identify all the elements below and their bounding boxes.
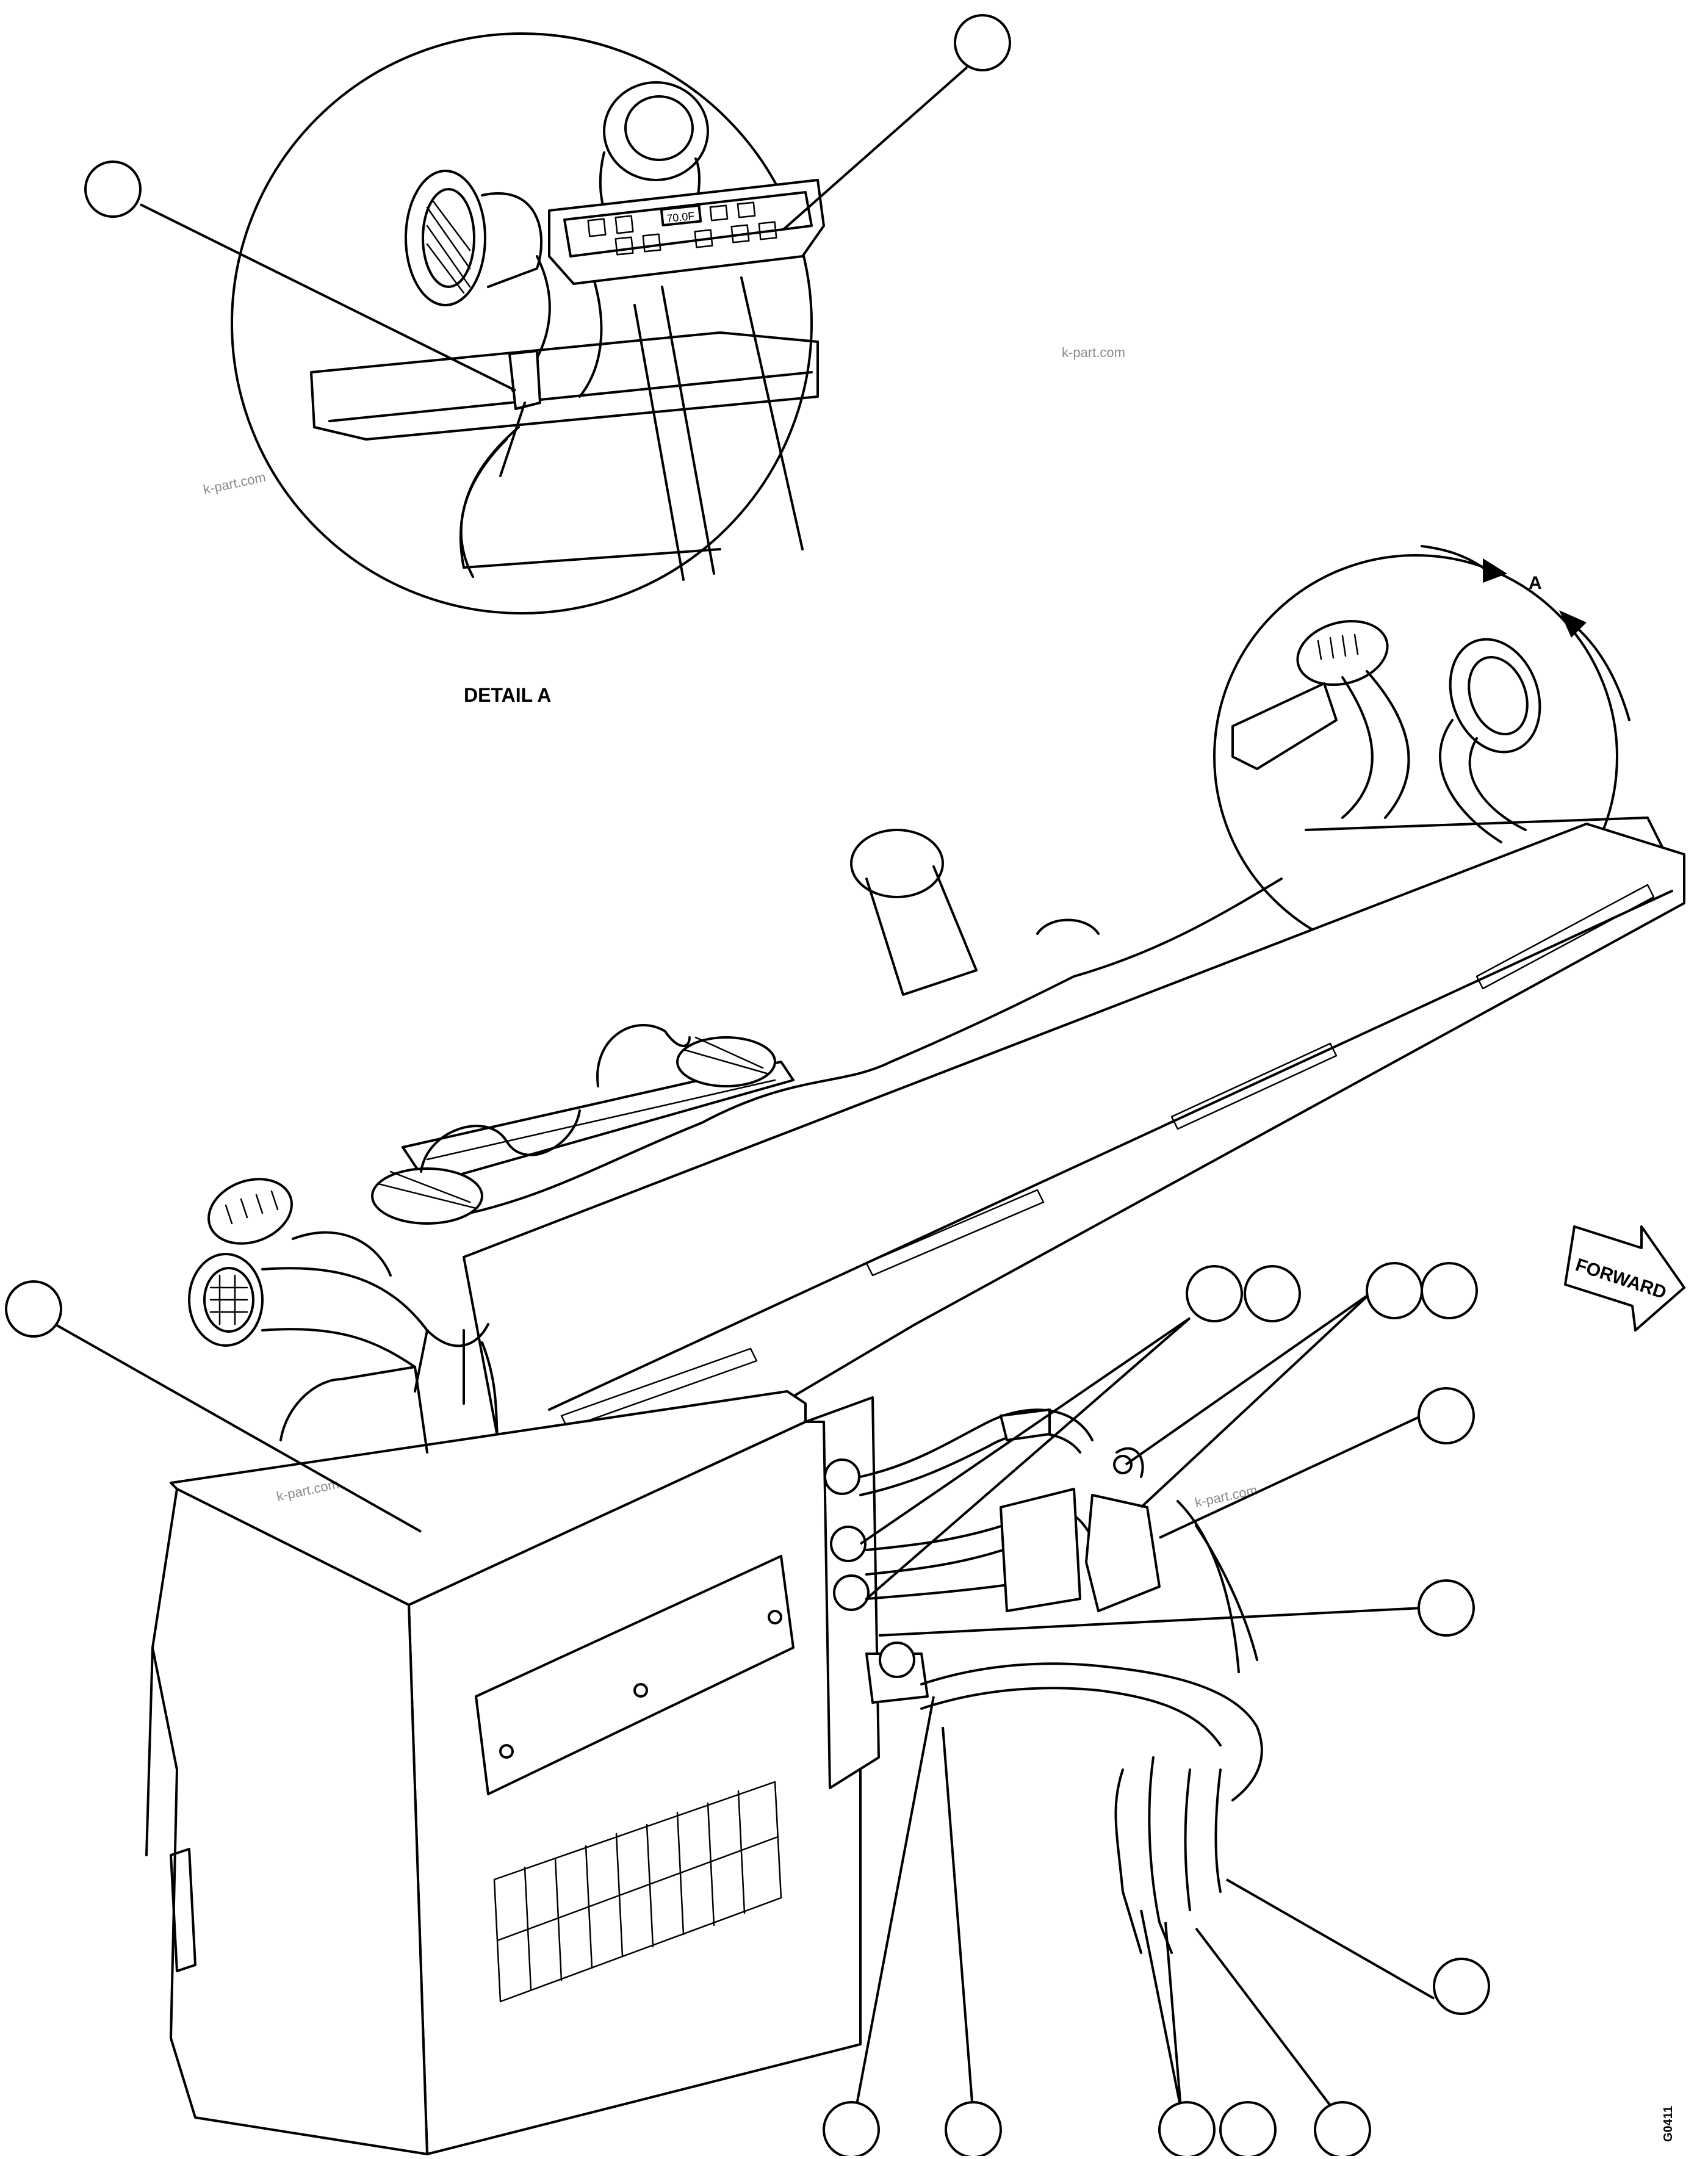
callout-balloon (84, 160, 142, 218)
callout-balloon (1314, 2101, 1371, 2158)
callout-balloon (1421, 1262, 1478, 1319)
callout-balloon (1433, 1958, 1490, 2015)
callout-balloon (1244, 1265, 1301, 1322)
heater-box (145, 1366, 862, 2155)
callout-balloon (823, 2101, 880, 2158)
control-display-text: 70.0F (666, 210, 695, 225)
callout-balloon (1418, 1387, 1475, 1444)
forward-arrow: FORWARD (1564, 1225, 1685, 1332)
main-assembly (188, 823, 1685, 1478)
callout-balloon (1219, 2101, 1277, 2158)
callout-balloon (954, 14, 1011, 71)
plumbing (804, 1396, 1263, 1954)
callout-balloon (1186, 1265, 1243, 1322)
callout-balloon (1158, 2101, 1216, 2158)
callout-balloon (945, 2101, 1002, 2158)
callout-balloon (5, 1280, 62, 1338)
controller-panel: 70.0F (548, 179, 825, 285)
detail-marker-a: A (1529, 573, 1542, 593)
vent-grid (493, 1781, 782, 2003)
callout-balloons (5, 14, 1490, 2158)
callout-balloon (1366, 1262, 1423, 1319)
watermark-2: k-part.com (202, 469, 267, 497)
detail-a-view: 70.0F (231, 32, 825, 615)
callout-balloon (1418, 1579, 1475, 1637)
drawing-code: G0411 (1662, 2106, 1675, 2142)
leader-lines (54, 66, 1435, 2119)
watermark-1: k-part.com (1062, 345, 1125, 360)
detail-title: DETAIL A (464, 684, 551, 706)
